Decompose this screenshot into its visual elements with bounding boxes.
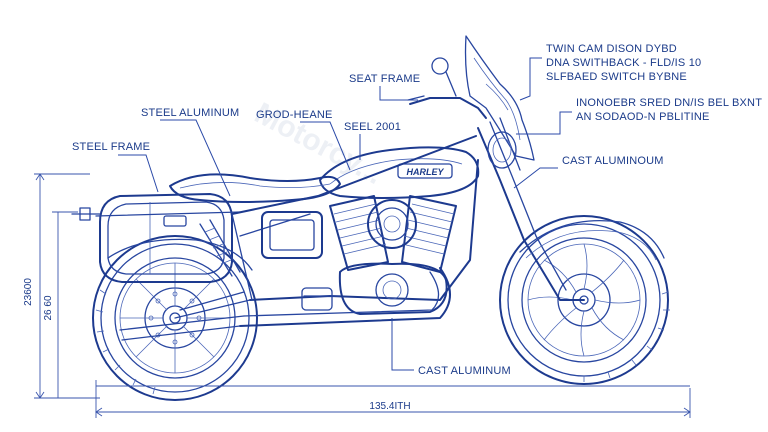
front-fork: [477, 117, 665, 301]
windshield: [464, 35, 535, 161]
callout-cast-aluminum-lower: CAST ALUMINUM: [418, 365, 511, 377]
rear-fender: [71, 207, 253, 271]
callout-steel-frame: STEEL FRAME: [72, 141, 150, 153]
side-cover: [261, 211, 323, 259]
leader-seat-frame: [379, 86, 418, 101]
length-dimension: [95, 380, 691, 418]
leader-steel-frame: [118, 154, 159, 193]
leader-cast-aluminum-upper: [513, 167, 558, 189]
callout-right-mid-line-2: AN SODAOD-N PBLITINE: [576, 111, 710, 123]
front-wheel: [499, 215, 670, 385]
height-dimension-top-label: 23600: [23, 278, 34, 306]
fuel-tank: HARLEY: [319, 146, 480, 199]
rear-wheel: [92, 235, 258, 401]
length-dimension-label: 135.4ITH: [369, 401, 410, 412]
callout-top-right-line-2: DNA SWITHBACK - FLD/IS 10: [546, 57, 701, 69]
callout-steel-2001: SEEL 2001: [344, 121, 401, 133]
v-twin-engine: [119, 195, 457, 341]
leader-top-right: [519, 57, 542, 101]
height-dimension: [34, 173, 100, 399]
leader-steel-aluminum: [160, 119, 231, 197]
callout-cast-aluminum-upper: CAST ALUMINOUM: [562, 155, 664, 167]
tank-badge: HARLEY: [406, 167, 444, 177]
height-dimension-bottom-label: 26 60: [43, 295, 54, 320]
seat: [169, 173, 341, 203]
handlebar: [407, 57, 517, 169]
callout-steel-aluminum: STEEL ALUMINUM: [141, 107, 239, 119]
leader-groundplane: [300, 121, 351, 171]
callout-top-right-line-3: SLFBAED SWITCH BYBNE: [546, 71, 687, 83]
callout-right-mid-line-1: INONOEBR SRED DN/IS BEL BXNT: [576, 97, 762, 109]
leader-right-mid: [516, 111, 572, 135]
callout-seat-frame: SEAT FRAME: [349, 73, 420, 85]
frame: [174, 135, 479, 319]
rear-shock: [199, 219, 241, 277]
leader-cast-aluminum-lower: [391, 318, 414, 371]
callout-groundplane: GROD-HEANE: [256, 109, 333, 121]
callout-top-right-line-1: TWIN CAM DISON DYBD: [546, 43, 677, 55]
